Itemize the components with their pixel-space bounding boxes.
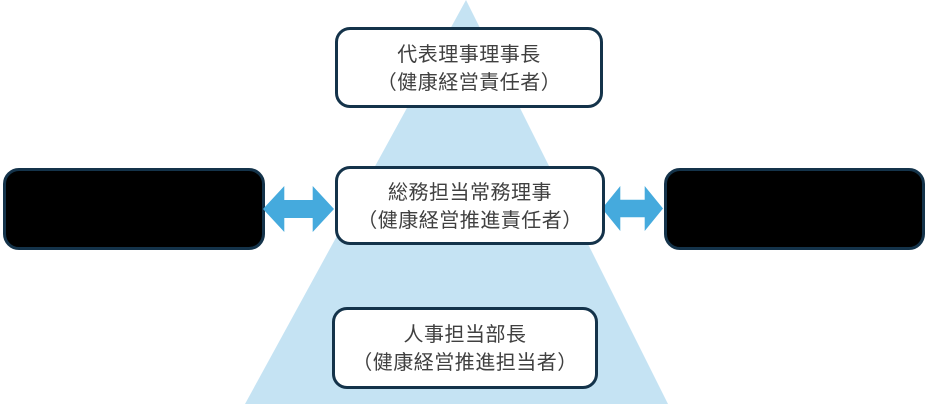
side-box-right — [664, 168, 925, 250]
node-hr-manager: 人事担当部長 （健康経営推進担当者） — [332, 307, 598, 389]
node-title: 総務担当常務理事 — [388, 179, 552, 204]
node-title: 人事担当部長 — [403, 322, 527, 346]
node-managing-director: 総務担当常務理事 （健康経営推進責任者） — [335, 166, 605, 245]
left-double-arrow-icon — [263, 186, 334, 232]
right-double-arrow-icon — [602, 186, 663, 231]
node-subtitle: （健康経営責任者） — [376, 69, 562, 94]
node-representative-director: 代表理事理事長 （健康経営責任者） — [335, 27, 603, 108]
node-subtitle: （健康経営推進責任者） — [357, 207, 583, 232]
side-box-left — [3, 168, 265, 250]
node-subtitle: （健康経営推進担当者） — [352, 350, 578, 374]
node-title: 代表理事理事長 — [397, 41, 541, 66]
double-arrow-shape — [263, 186, 334, 232]
double-arrow-shape — [602, 186, 663, 231]
